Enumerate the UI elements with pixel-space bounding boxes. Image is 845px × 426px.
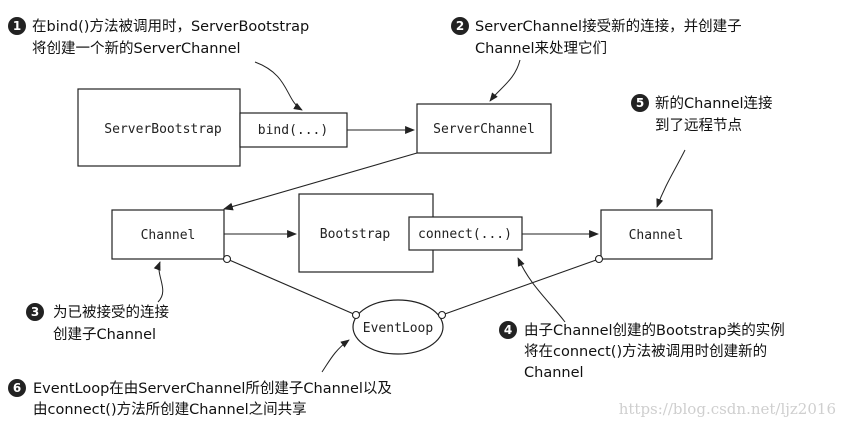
connect-method-label: connect(...) bbox=[418, 227, 512, 242]
connect-method-box: connect(...) bbox=[408, 216, 523, 251]
link-node-left-top bbox=[222, 254, 232, 264]
channel-right-label: Channel bbox=[629, 228, 684, 243]
link-node-right-top bbox=[594, 254, 604, 264]
note-2: 2 ServerChannel接受新的连接，并创建子 Channel来处理它们 bbox=[451, 17, 742, 57]
server-bootstrap-box: ServerBootstrap bbox=[77, 88, 241, 167]
note-6-number: 6 bbox=[13, 381, 21, 395]
channel-left-box: Channel bbox=[111, 209, 225, 260]
note-2-line-1: ServerChannel接受新的连接，并创建子 bbox=[475, 18, 742, 35]
note-4-line-3: Channel bbox=[524, 365, 584, 381]
note-3-badge bbox=[26, 303, 44, 321]
channel-right-box: Channel bbox=[600, 209, 713, 260]
bootstrap-box: Bootstrap bbox=[298, 193, 434, 273]
note-5-pointer bbox=[656, 149, 686, 208]
server-channel-label: ServerChannel bbox=[433, 122, 535, 137]
note-4: 4 由子Channel创建的Bootstrap类的实例 将在connect()方… bbox=[499, 321, 785, 381]
note-5-number: 5 bbox=[636, 96, 644, 110]
note-1: 1 在bind()方法被调用时，ServerBootstrap 将创建一个新的S… bbox=[8, 17, 309, 57]
note-5-badge bbox=[631, 94, 649, 112]
serverchannel-to-channel-arrow bbox=[223, 152, 418, 211]
link-node-right-bottom bbox=[437, 310, 447, 320]
note-3-pointer bbox=[153, 261, 164, 303]
note-2-badge bbox=[451, 17, 469, 35]
note-1-badge bbox=[8, 17, 26, 35]
eventloop-right-link bbox=[441, 258, 600, 316]
bind-method-label: bind(...) bbox=[258, 123, 328, 138]
note-1-pointer bbox=[254, 61, 303, 111]
server-channel-box: ServerChannel bbox=[416, 103, 552, 154]
note-4-line-2: 将在connect()方法被调用时创建新的 bbox=[524, 343, 767, 360]
eventloop-left-link bbox=[226, 258, 357, 316]
note-6-line-1: EventLoop在由ServerChannel所创建子Channel以及 bbox=[33, 380, 392, 397]
note-6-badge bbox=[8, 379, 26, 397]
channel-left-label: Channel bbox=[141, 228, 196, 243]
bootstrap-label: Bootstrap bbox=[320, 227, 391, 242]
note-1-line-1: 在bind()方法被调用时，ServerBootstrap bbox=[32, 18, 309, 35]
event-loop-label: EventLoop bbox=[363, 321, 434, 336]
event-loop-ellipse: EventLoop bbox=[352, 299, 444, 355]
note-2-line-2: Channel来处理它们 bbox=[475, 39, 607, 57]
note-3: 3 为已被接受的连接 创建子Channel bbox=[26, 303, 169, 343]
note-5: 5 新的Channel连接 到了远程节点 bbox=[631, 94, 773, 134]
note-4-badge bbox=[499, 321, 517, 339]
note-4-line-1: 由子Channel创建的Bootstrap类的实例 bbox=[524, 322, 785, 339]
note-1-number: 1 bbox=[13, 19, 21, 33]
note-3-number: 3 bbox=[31, 305, 39, 319]
note-5-line-1: 新的Channel连接 bbox=[655, 95, 773, 112]
note-1-line-2: 将创建一个新的ServerChannel bbox=[32, 40, 241, 57]
bind-method-box: bind(...) bbox=[239, 112, 348, 148]
watermark: https://blog.csdn.net/ljz2016 bbox=[619, 400, 836, 418]
server-bootstrap-label: ServerBootstrap bbox=[104, 122, 222, 137]
note-2-pointer bbox=[489, 59, 521, 102]
note-4-number: 4 bbox=[504, 323, 512, 337]
note-5-line-2: 到了远程节点 bbox=[655, 117, 742, 134]
link-node-left-bottom bbox=[351, 310, 361, 320]
note-2-number: 2 bbox=[456, 19, 464, 33]
note-4-pointer bbox=[517, 257, 566, 323]
note-6: 6 EventLoop在由ServerChannel所创建子Channel以及 … bbox=[8, 379, 392, 418]
note-3-line-2: 创建子Channel bbox=[53, 326, 156, 343]
note-6-line-2: 由connect()方法所创建Channel之间共享 bbox=[33, 401, 307, 418]
note-3-line-1: 为已被接受的连接 bbox=[53, 304, 169, 321]
note-6-pointer bbox=[321, 339, 350, 373]
